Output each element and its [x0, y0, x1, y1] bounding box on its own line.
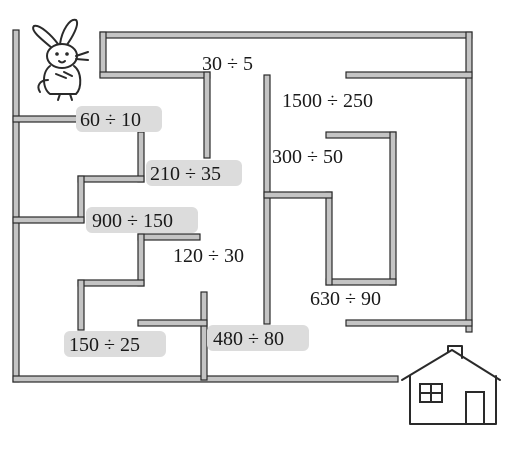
expressions: 30 ÷ 5 1500 ÷ 250 60 ÷ 10 210 ÷ 35 300 ÷… [69, 53, 381, 356]
expression-label: 120 ÷ 30 [173, 245, 244, 267]
maze-wall [99, 31, 107, 78]
expression-label: 900 ÷ 150 [92, 210, 173, 232]
maze-wall [345, 71, 473, 79]
maze-wall [77, 279, 85, 331]
highlight-boxes [64, 106, 309, 357]
expression-label: 30 ÷ 5 [202, 53, 253, 75]
rabbit-icon [32, 18, 89, 101]
maze-wall [200, 291, 208, 381]
maze-wall [77, 175, 145, 183]
highlight-box [64, 331, 166, 357]
maze-wall [465, 31, 473, 333]
maze-wall [325, 278, 397, 286]
highlight-box [76, 106, 162, 132]
maze-wall [137, 233, 145, 287]
maze-wall [137, 319, 208, 327]
highlight-box [207, 325, 309, 351]
expression-label: 480 ÷ 80 [213, 328, 284, 350]
expression-label: 150 ÷ 25 [69, 334, 140, 356]
maze-wall [345, 319, 473, 327]
maze-wall [203, 71, 211, 159]
maze-wall [263, 191, 333, 199]
maze-wall [77, 279, 145, 287]
maze-wall [325, 191, 333, 286]
maze-wall [99, 31, 473, 39]
maze-wall [137, 131, 145, 183]
expression-label: 300 ÷ 50 [272, 146, 343, 168]
expression-label: 630 ÷ 90 [310, 288, 381, 310]
maze-wall [263, 74, 271, 325]
maze-wall [325, 131, 397, 139]
expression-label: 60 ÷ 10 [80, 109, 141, 131]
house-icon [401, 345, 501, 425]
maze-wall [137, 233, 201, 241]
highlight-box [86, 207, 198, 233]
highlight-box [146, 160, 242, 186]
expression-label: 210 ÷ 35 [150, 163, 221, 185]
maze-wall [389, 131, 397, 286]
maze-wall [12, 115, 80, 123]
maze-wall [12, 29, 20, 383]
maze-wall [77, 175, 85, 223]
maze-wall [99, 71, 211, 79]
expression-label: 1500 ÷ 250 [282, 90, 373, 112]
maze-wall [12, 216, 85, 224]
